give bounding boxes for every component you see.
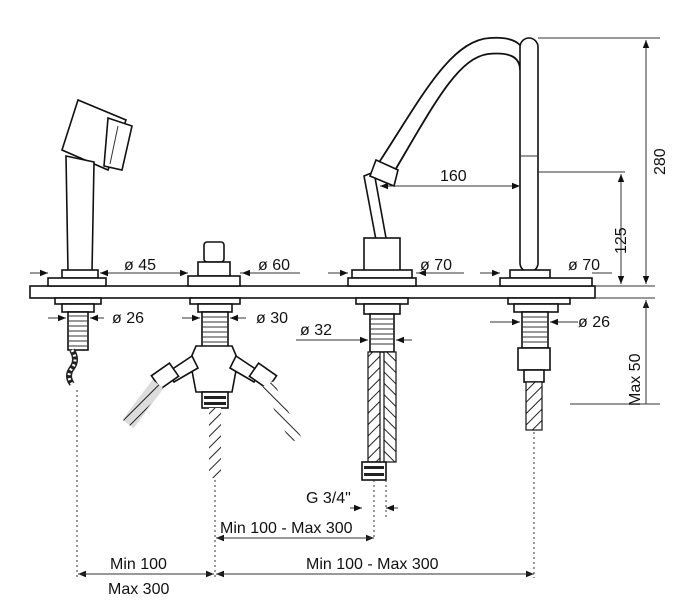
label-height-280: 280 xyxy=(652,148,669,175)
label-dia-30: ø 30 xyxy=(256,310,288,327)
label-spacing-left-min: Min 100 xyxy=(110,556,167,573)
label-dia-70-spout: ø 70 xyxy=(568,257,600,274)
dimension-labels: ø 45 ø 60 ø 70 ø 70 ø 26 ø 30 ø 32 ø 26 … xyxy=(108,148,669,598)
label-dia-70-mixer: ø 70 xyxy=(420,257,452,274)
label-spacing-right: Min 100 - Max 300 xyxy=(306,556,439,573)
label-height-125: 125 xyxy=(613,227,630,254)
label-dia-32: ø 32 xyxy=(300,322,332,339)
mixer-valve xyxy=(347,170,417,540)
dimension-lines xyxy=(30,37,660,578)
countertop-deck xyxy=(29,285,655,299)
label-dia-26-shower: ø 26 xyxy=(112,310,144,327)
spout xyxy=(368,36,593,578)
label-spacing-left-max: Max 300 xyxy=(108,581,169,598)
label-dia-45: ø 45 xyxy=(124,257,156,274)
threaded-shank xyxy=(67,311,89,351)
diverter-valve xyxy=(122,241,302,578)
label-thread-g34: G 3/4" xyxy=(306,490,351,507)
label-spacing-mid: Min 100 - Max 300 xyxy=(220,520,353,537)
label-max-50: Max 50 xyxy=(627,353,644,406)
label-reach-160: 160 xyxy=(440,168,467,185)
label-dia-26-spout: ø 26 xyxy=(578,314,610,331)
hand-shower xyxy=(47,98,133,578)
label-dia-60: ø 60 xyxy=(258,257,290,274)
